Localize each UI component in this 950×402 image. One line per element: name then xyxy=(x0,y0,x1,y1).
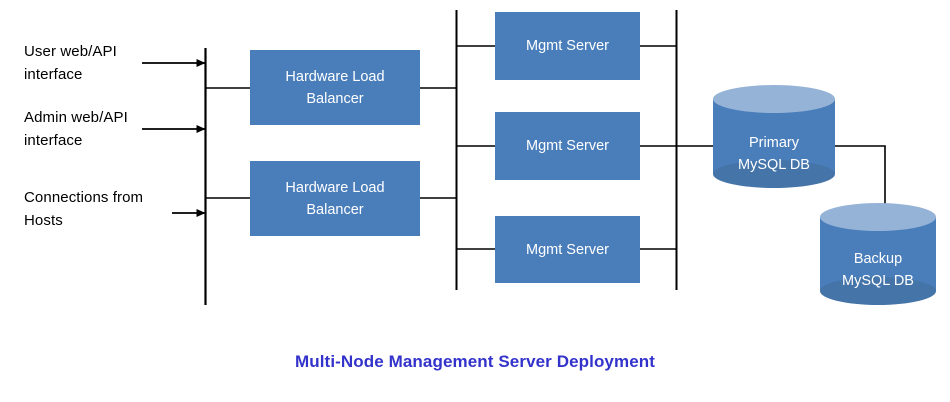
cylinder-bottom-ellipse xyxy=(820,277,936,305)
node-mgmt-server-3[interactable]: Mgmt Server xyxy=(495,216,640,283)
node-hardware-load-balancer-1[interactable]: Hardware Load Balancer xyxy=(250,50,420,125)
node-mgmt-server-1[interactable]: Mgmt Server xyxy=(495,12,640,80)
node-hardware-load-balancer-2[interactable]: Hardware Load Balancer xyxy=(250,161,420,236)
node-label: Mgmt Server xyxy=(526,138,609,154)
node-primary-mysql-db[interactable]: Primary MySQL DB xyxy=(713,85,835,188)
node-mgmt-server-2[interactable]: Mgmt Server xyxy=(495,112,640,180)
node-label: Backup MySQL DB xyxy=(842,251,914,289)
node-label: Mgmt Server xyxy=(526,241,609,258)
node-label: Hardware Load Balancer xyxy=(285,68,385,107)
input-label-admin-web-api: Admin web/API interface xyxy=(24,109,128,149)
node-label: Mgmt Server xyxy=(526,38,609,54)
link-primary-db-to-backup-db xyxy=(833,145,886,222)
input-label-connections-from-hosts: Connections from Hosts xyxy=(24,189,144,229)
node-backup-mysql-db[interactable]: Backup MySQL DB xyxy=(820,203,936,305)
node-label: Hardware Load Balancer xyxy=(285,179,385,218)
cylinder-bottom-ellipse xyxy=(713,160,835,188)
input-label-user-web-api: User web/API interface xyxy=(24,43,117,83)
cylinder-top-ellipse xyxy=(713,85,835,113)
node-label: Primary MySQL DB xyxy=(738,135,810,173)
diagram-title: Multi-Node Management Server Deployment xyxy=(294,352,656,371)
cylinder-top-ellipse xyxy=(820,203,936,231)
